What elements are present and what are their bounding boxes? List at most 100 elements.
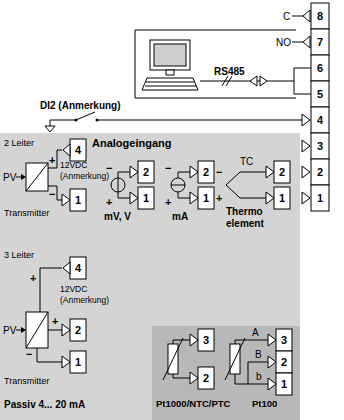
polarity-sign: − [165,162,171,174]
bus-symbol [260,76,267,86]
transmitter-box [26,312,48,348]
terminal-number: 2 [317,166,323,178]
panel-heading: Analogeingang [92,137,171,149]
text-label: Thermo element [226,206,272,230]
polarity-sign: − [49,188,55,200]
polarity-sign: + [216,192,222,204]
terminal-wedge [303,36,310,48]
text-label: NO [276,37,291,48]
terminal-number: 1 [143,192,149,204]
terminal-box [198,367,214,389]
terminal-wedge [130,192,138,204]
text-label: Transmitter [4,377,49,387]
terminal-number: 2 [143,166,149,178]
terminal-box [198,161,214,183]
text-label: 3 Leiter [4,251,34,261]
terminal-number: 1 [281,378,287,390]
terminal-wedge [130,166,138,178]
monitor [150,40,190,70]
switch-contact [96,119,99,122]
terminal-number: 1 [75,194,81,206]
arrow-head [21,174,26,180]
terminal-box [276,329,292,351]
terminal-number: 2 [279,166,285,178]
terminal-number: 8 [317,10,323,22]
terminal-number: 3 [203,334,209,346]
terminal-box [276,373,292,395]
screen [154,44,186,66]
text-label: RS485 [214,66,245,77]
terminal-wedge [63,262,70,274]
terminal-wedge [268,356,276,368]
resistor-diagonal [225,338,245,380]
terminal-box [198,329,214,351]
text-label: 2 Leiter [4,139,34,149]
terminal-wedge [302,192,310,204]
terminal-box [198,187,214,209]
polarity-sign: − [106,162,112,174]
rtd-input-panel: Pt1000/NTC/PTC Pt100 [152,326,300,420]
terminal-box [311,159,329,185]
sensor-symbols [26,163,245,380]
polarity-sign: + [52,315,58,327]
terminal-wedge [190,192,198,204]
terminal-number: 4 [75,144,81,156]
polarity-sign: + [30,272,36,284]
text-label: mA [172,211,188,222]
panel-heading: Pt1000/NTC/PTC [156,399,230,409]
terminal-wedge [190,372,198,384]
terminal-wedge [268,334,276,346]
terminal-wedge [302,166,310,178]
terminal-number: 6 [317,62,323,74]
polarity-sign: + [106,196,112,208]
terminal-box [311,81,329,107]
terminal-box [138,187,154,209]
terminal-box [274,187,290,209]
text-label: B [255,349,262,360]
arrow-head [21,327,26,333]
terminal-number: 2 [203,372,209,384]
panel-heading: Pt100 [252,399,277,409]
terminal-box [311,107,329,133]
text-label: (Anmerkung) [60,172,109,181]
terminal-wedge [302,140,310,152]
terminal-wedge [62,324,70,336]
text-label: C [283,11,290,22]
monitor-stand [166,70,174,75]
terminal-number: 3 [281,334,287,346]
terminal-number: 4 [317,114,323,126]
text-label: (Anmerkung) [60,296,109,305]
terminal-box [70,189,86,211]
transmitter-box [26,163,48,191]
terminal-box [138,161,154,183]
polarity-sign: − [216,166,222,178]
terminal-box [70,257,86,279]
analog-input-panel: AnalogeingangPt1000/NTC/PTC Pt100 [0,133,300,420]
terminal-number: 1 [75,356,81,368]
terminal-wedge [268,378,276,390]
terminal-wedge [190,334,198,346]
text-label: TC [240,156,253,167]
polarity-sign: − [26,348,32,360]
terminal-wedge [266,192,274,204]
terminal-number: 2 [203,166,209,178]
terminal-box [311,55,329,81]
transmitter-diagonal [26,163,48,191]
keyboard [142,78,198,90]
keyboard-keys [145,82,196,86]
terminal-box [311,29,329,55]
terminal-number: 4 [75,262,81,274]
terminal-number: 1 [279,192,285,204]
terminal-box [70,139,86,161]
text-label: PV [3,325,16,336]
text-label: Transmitter [4,209,49,219]
terminal-number: 1 [203,192,209,204]
resistor-diagonal [163,338,183,380]
terminal-number: 5 [317,88,323,100]
text-label: mV, V [104,211,131,222]
polarity-sign: + [49,154,55,166]
switch-contact [75,119,78,122]
terminal-wedge [190,166,198,178]
terminal-box [274,161,290,183]
